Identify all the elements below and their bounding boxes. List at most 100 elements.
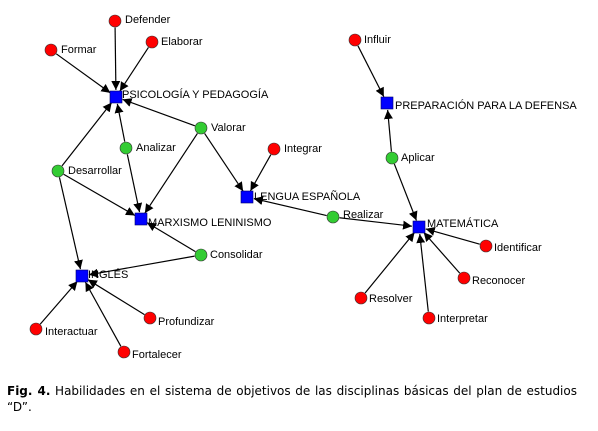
- node-desarrollar: Desarrollar: [51, 164, 122, 178]
- node-defender: Defender: [108, 14, 171, 28]
- skill-circle-marker: [143, 311, 157, 325]
- node-elaborar: Elaborar: [145, 35, 203, 49]
- edge-resolver-to-mat: [364, 232, 416, 294]
- subject-square-marker: [134, 212, 148, 226]
- node-lengua: LENGUA ESPAÑOLA: [240, 190, 361, 204]
- node-realizar: Realizar: [326, 209, 384, 224]
- shared-skill-circle-marker: [385, 151, 399, 165]
- shared-skill-circle-marker: [119, 141, 133, 155]
- edge-influir-to-prep: [357, 45, 385, 98]
- edge-aplicar-to-mat: [393, 163, 418, 221]
- edge-defender-to-psico: [111, 27, 121, 91]
- node-label-mat: MATEMÁTICA: [427, 217, 499, 230]
- node-label-psico: PSICOLOGÍA Y PEDAGOGÍA: [122, 88, 269, 101]
- node-label-analizar: Analizar: [136, 142, 176, 154]
- skill-circle-marker: [29, 322, 43, 336]
- edge-aplicar-to-prep: [383, 109, 393, 152]
- subject-square-marker: [75, 269, 89, 283]
- skill-circle-marker: [354, 291, 368, 305]
- node-marx: MARXISMO LENINISMO: [134, 212, 272, 229]
- edge-elaborar-to-psico: [119, 47, 149, 92]
- subject-square-marker: [109, 90, 123, 104]
- shared-skill-circle-marker: [194, 121, 208, 135]
- node-ingles: INGLÉS: [75, 268, 128, 283]
- node-label-formar: Formar: [61, 44, 97, 56]
- edge-reconocer-to-mat: [423, 231, 461, 274]
- node-label-desarrollar: Desarrollar: [68, 165, 122, 177]
- caption-text: Habilidades en el sistema de objetivos d…: [7, 384, 577, 414]
- caption-prefix: Fig. 4.: [7, 384, 51, 398]
- edge-consolidar-to-marx: [146, 222, 196, 253]
- node-label-profundizar: Profundizar: [158, 316, 215, 328]
- node-label-interpretar: Interpretar: [437, 313, 488, 325]
- subject-square-marker: [412, 220, 426, 234]
- skill-circle-marker: [348, 33, 362, 47]
- node-analizar: Analizar: [119, 141, 176, 155]
- node-label-resolver: Resolver: [369, 293, 413, 305]
- edge-desarrollar-to-ingles: [58, 177, 83, 270]
- node-interpretar: Interpretar: [422, 311, 488, 325]
- node-interactuar: Interactuar: [29, 322, 98, 338]
- edge-analizar-to-psico: [114, 103, 126, 142]
- skill-circle-marker: [267, 142, 281, 156]
- node-integrar: Integrar: [267, 142, 322, 156]
- node-fortalecer: Fortalecer: [117, 345, 182, 361]
- edge-integrar-to-lengua: [249, 154, 272, 192]
- edge-valorar-to-lengua: [204, 133, 244, 192]
- node-profundizar: Profundizar: [143, 311, 215, 328]
- edge-analizar-to-marx: [126, 154, 143, 213]
- node-label-elaborar: Elaborar: [161, 36, 203, 48]
- edge-realizar-to-lengua: [253, 196, 327, 217]
- node-formar: Formar: [44, 43, 97, 57]
- skill-circle-marker: [44, 43, 58, 57]
- node-label-defender: Defender: [125, 14, 171, 26]
- skill-circle-marker: [117, 345, 131, 359]
- node-label-influir: Influir: [364, 34, 391, 46]
- skill-circle-marker: [479, 239, 493, 253]
- edge-valorar-to-marx: [144, 133, 198, 214]
- node-label-valorar: Valorar: [211, 122, 246, 134]
- node-consolidar: Consolidar: [194, 248, 263, 262]
- node-label-integrar: Integrar: [284, 143, 322, 155]
- edge-realizar-to-mat: [339, 217, 413, 230]
- node-label-identificar: Identificar: [494, 242, 542, 254]
- skills-network-diagram: PSICOLOGÍA Y PEDAGOGÍA MARXISMO LENINISMO…: [29, 14, 577, 361]
- node-label-aplicar: Aplicar: [401, 152, 435, 164]
- edge-valorar-to-psico: [122, 98, 196, 127]
- nodes-layer: PSICOLOGÍA Y PEDAGOGÍA MARXISMO LENINISMO…: [29, 14, 577, 361]
- node-influir: Influir: [348, 33, 391, 47]
- shared-skill-circle-marker: [326, 210, 340, 224]
- node-label-lengua: LENGUA ESPAÑOLA: [254, 190, 361, 203]
- subject-square-marker: [240, 190, 254, 204]
- node-reconocer: Reconocer: [457, 271, 526, 287]
- skill-circle-marker: [145, 35, 159, 49]
- edge-identificar-to-mat: [425, 227, 480, 245]
- skill-circle-marker: [457, 271, 471, 285]
- edge-interactuar-to-ingles: [39, 280, 78, 325]
- node-label-ingles: INGLÉS: [88, 268, 128, 281]
- node-valorar: Valorar: [194, 121, 246, 135]
- edge-fortalecer-to-ingles: [84, 281, 122, 347]
- edges-layer: [39, 27, 480, 347]
- node-label-reconocer: Reconocer: [472, 275, 526, 287]
- figure-caption: Fig. 4. Habilidades en el sistema de obj…: [7, 383, 577, 415]
- node-label-realizar: Realizar: [343, 209, 384, 221]
- skill-circle-marker: [108, 14, 122, 28]
- node-mat: MATEMÁTICA: [412, 217, 499, 234]
- node-resolver: Resolver: [354, 291, 413, 305]
- edge-consolidar-to-ingles: [88, 255, 195, 278]
- shared-skill-circle-marker: [194, 248, 208, 262]
- skill-circle-marker: [422, 311, 436, 325]
- edge-desarrollar-to-psico: [61, 102, 113, 167]
- edge-profundizar-to-ingles: [87, 279, 145, 316]
- node-label-marx: MARXISMO LENINISMO: [148, 217, 272, 229]
- node-aplicar: Aplicar: [385, 151, 435, 165]
- node-label-interactuar: Interactuar: [45, 326, 98, 338]
- edge-formar-to-psico: [55, 53, 111, 94]
- node-prep: PREPARACIÓN PARA LA DEFENSA: [380, 96, 577, 112]
- edge-desarrollar-to-marx: [63, 173, 136, 217]
- node-label-consolidar: Consolidar: [210, 249, 263, 261]
- shared-skill-circle-marker: [51, 164, 65, 178]
- subject-square-marker: [380, 96, 394, 110]
- node-label-fortalecer: Fortalecer: [132, 349, 182, 361]
